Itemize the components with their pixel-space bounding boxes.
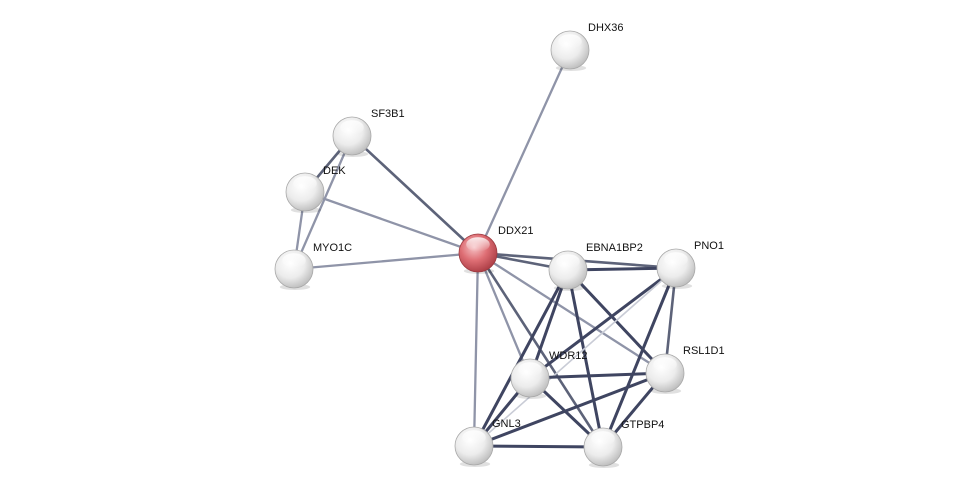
edge-ebna1bp2-gtpbp4[interactable] (566, 268, 605, 449)
node-ebna1bp2[interactable]: EBNA1BP2 (548, 242, 643, 291)
node-gnl3[interactable]: GNL3 (454, 418, 521, 467)
node-wdr12[interactable]: WDR12 (510, 350, 588, 399)
node-label-ebna1bp2: EBNA1BP2 (586, 242, 643, 254)
node-label-myo1c: MYO1C (313, 242, 352, 254)
node-ddx21[interactable]: DDX21 (458, 225, 533, 274)
edge-ebna1bp2-rsl1d1[interactable] (566, 268, 667, 375)
node-gloss (558, 34, 582, 49)
node-gloss (664, 252, 688, 267)
node-dek[interactable]: DEK (285, 165, 346, 213)
node-label-dek: DEK (323, 165, 346, 177)
node-label-wdr12: WDR12 (549, 350, 588, 362)
node-myo1c[interactable]: MYO1C (274, 242, 352, 290)
edge-pno1-wdr12[interactable] (528, 266, 678, 380)
node-dhx36[interactable]: DHX36 (550, 22, 623, 71)
edge-ddx21-rsl1d1[interactable] (476, 251, 667, 375)
node-rsl1d1[interactable]: RSL1D1 (645, 345, 725, 394)
edge-ddx21-dhx36[interactable] (476, 48, 572, 255)
node-label-dhx36: DHX36 (588, 22, 623, 34)
edge-ddx21-myo1c[interactable] (292, 251, 480, 271)
node-gloss (653, 357, 677, 372)
node-sf3b1[interactable]: SF3B1 (332, 108, 405, 157)
node-gloss (466, 237, 490, 252)
edge-ddx21-sf3b1[interactable] (350, 134, 480, 255)
node-label-gtpbp4: GTPBP4 (621, 419, 664, 431)
edge-pno1-gtpbp4[interactable] (601, 266, 678, 449)
edge-rsl1d1-wdr12[interactable] (528, 371, 667, 380)
node-label-ddx21: DDX21 (498, 225, 533, 237)
edge-gnl3-gtpbp4[interactable] (472, 444, 605, 449)
node-gloss (340, 120, 364, 135)
node-gloss (282, 253, 306, 268)
edge-ddx21-dek[interactable] (303, 190, 480, 255)
node-gtpbp4[interactable]: GTPBP4 (583, 419, 664, 468)
node-label-rsl1d1: RSL1D1 (683, 345, 725, 357)
node-pno1[interactable]: PNO1 (656, 240, 724, 289)
node-label-pno1: PNO1 (694, 240, 724, 252)
node-gloss (518, 362, 542, 377)
node-label-sf3b1: SF3B1 (371, 108, 405, 120)
node-gloss (462, 430, 486, 445)
edge-sf3b1-myo1c[interactable] (292, 134, 354, 271)
edge-rsl1d1-gnl3[interactable] (472, 371, 667, 448)
node-gloss (293, 176, 317, 191)
node-label-gnl3: GNL3 (492, 418, 521, 430)
edge-ebna1bp2-gnl3[interactable] (472, 268, 570, 448)
edge-pno1-gnl3[interactable] (473, 267, 677, 447)
node-gloss (591, 431, 615, 446)
node-gloss (556, 254, 580, 269)
edge-ddx21-gnl3[interactable] (472, 251, 480, 448)
